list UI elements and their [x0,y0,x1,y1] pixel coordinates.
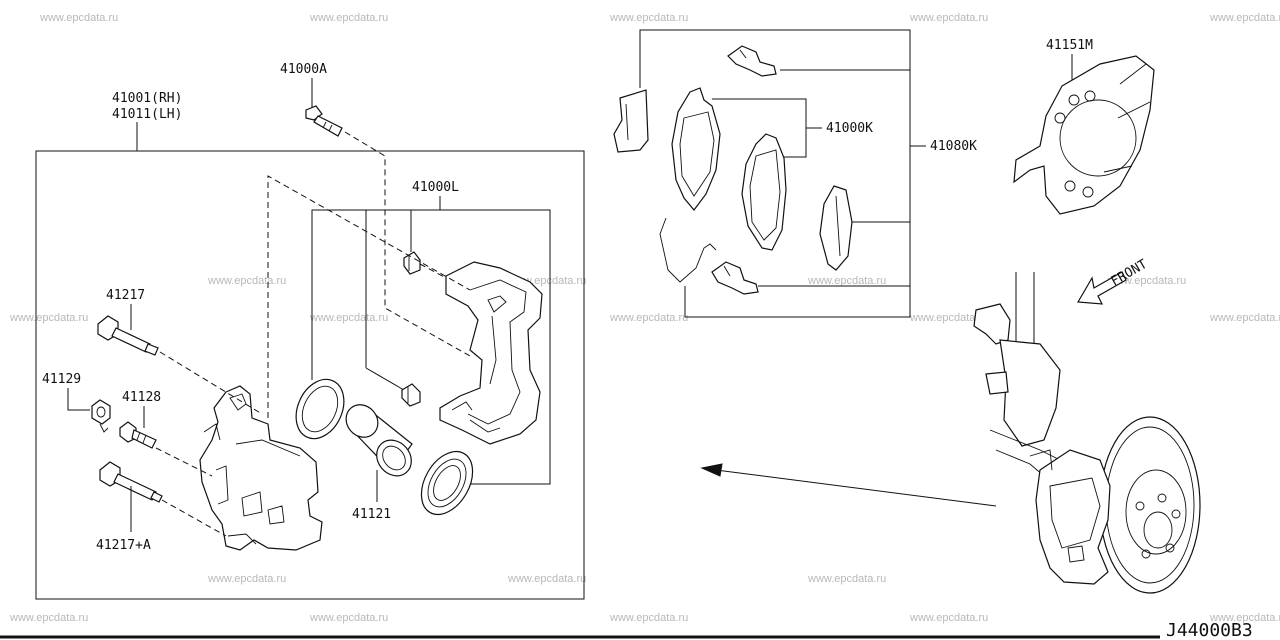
caliper-body [199,385,323,551]
torque-member [439,261,543,445]
watermark: www.epcdata.ru [909,612,988,624]
label-pad-kit: 41000K [826,121,873,136]
bolt-dash-line [344,131,471,357]
bleeder-cap-leader [67,388,90,411]
pad-kit-frame [639,29,911,318]
diagram-code: J44000B3 [1166,620,1253,640]
watermark: www.epcdata.ru [807,573,886,585]
pin-boot-upper [403,251,421,275]
brake-pad-inner [741,133,787,251]
seal-kit-bracket [311,209,551,485]
pad-wear-spring [659,217,717,283]
pad-clip-upper [727,45,777,77]
watermark: www.epcdata.ru [909,12,988,24]
pad-shim-inner [819,185,853,271]
label-bleeder-screw: 41128 [122,390,161,405]
watermark: www.epcdata.ru [807,275,886,287]
watermark: www.epcdata.ru [609,12,688,24]
label-baffle-plate: 41151M [1046,38,1093,53]
label-pin-bolt: 41217 [106,288,145,303]
watermark: www.epcdata.ru [609,612,688,624]
bleeder-cap [91,399,111,433]
watermark: www.epcdata.ru [909,312,988,324]
watermark: www.epcdata.ru [1209,312,1280,324]
assembly-pointer-arrow [700,463,997,507]
label-bolt-kit: 41000A [280,62,327,77]
piston-seal [295,378,345,440]
watermark: www.epcdata.ru [207,275,286,287]
piston [345,404,413,477]
pin-bolt-a [99,461,163,503]
label-pad-hardware-kit: 41080K [930,139,977,154]
pad-clip-lower [711,261,759,295]
label-piston: 41121 [352,507,391,522]
pin-boot-lower [401,383,421,407]
torque-member-bolt [305,105,343,137]
watermark: www.epcdata.ru [1209,12,1280,24]
baffle-plate [1013,55,1155,215]
bleeder-dash [155,447,213,477]
piston-boot [420,450,474,516]
label-bleeder-cap: 41129 [42,372,81,387]
watermark: www.epcdata.ru [1107,275,1186,287]
watermark: www.epcdata.ru [9,612,88,624]
watermark: www.epcdata.ru [609,312,688,324]
front-arrow-icon [1077,271,1127,305]
seal-kit-branch [365,367,405,391]
pin-bolt [97,315,159,356]
watermark: www.epcdata.ru [39,12,118,24]
caliper-dash-line [267,175,471,418]
knuckle-disc-assembly [973,272,1201,594]
pin-bolt-dash [159,351,263,415]
watermark: www.epcdata.ru [207,573,286,585]
watermark: www.epcdata.ru [1209,612,1280,624]
pin-bolt-a-dash [161,499,227,537]
brake-pad-outer [671,87,721,211]
bleeder-screw [119,421,157,449]
watermark: www.epcdata.ru [9,312,88,324]
label-pin-bolt-a: 41217+A [96,538,151,553]
label-caliper-lh: 41011(LH) [112,107,182,122]
watermark: www.epcdata.ru [309,312,388,324]
watermark: www.epcdata.ru [309,612,388,624]
boot-dash-line [419,263,447,279]
pad-shim-outer [613,89,649,153]
caliper-assembly-frame [35,150,585,600]
watermark: www.epcdata.ru [507,573,586,585]
label-caliper-rh: 41001(RH) [112,91,182,106]
watermark: www.epcdata.ru [309,12,388,24]
label-seal-kit: 41000L [412,180,459,195]
